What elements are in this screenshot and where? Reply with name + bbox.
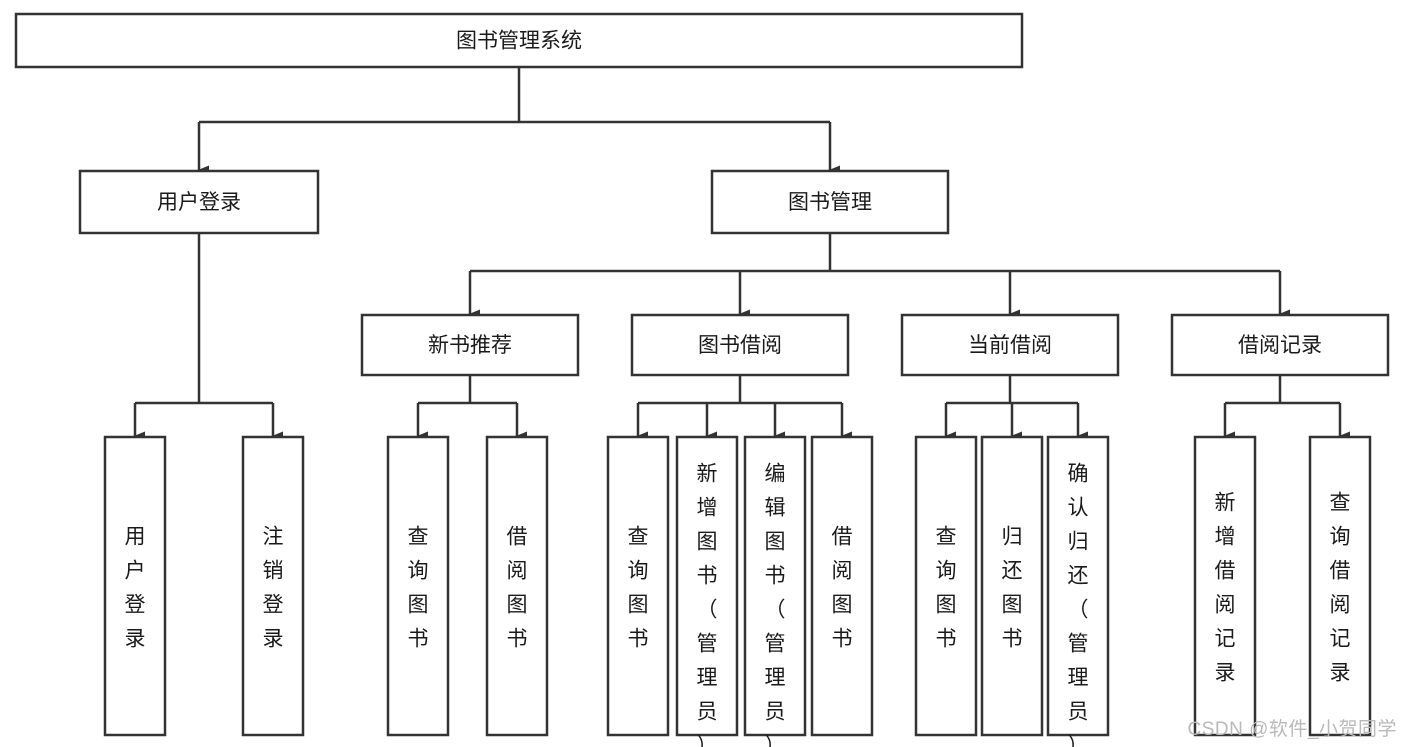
node-box-root (14, 12, 1024, 69)
node-label-cb-return-book: 归还图书 (1002, 526, 1023, 651)
node-label-root: 图书管理系统 (456, 30, 582, 53)
node-label-book-borrow: 图书借阅 (698, 334, 782, 357)
edge-layer (133, 67, 1350, 441)
node-box-cb-confirm-return (1046, 435, 1110, 737)
node-box-user-login-do (103, 435, 167, 737)
node-label-current-borrow: 当前借阅 (968, 334, 1052, 357)
node-user-login-do[interactable]: 用户登录 (103, 435, 167, 737)
node-user-login[interactable]: 用户登录 (78, 169, 320, 235)
node-box-cb-return-book (980, 435, 1044, 737)
node-box-cb-query-book (914, 435, 978, 737)
node-cb-query-book[interactable]: 查询图书 (914, 435, 978, 737)
node-label-nbr-query-book: 查询图书 (408, 526, 429, 651)
node-new-book-recommend[interactable]: 新书推荐 (360, 313, 580, 377)
node-box-nbr-borrow-book (485, 435, 549, 737)
node-layer: 图书管理系统用户登录用户登录注销登录图书管理新书推荐查询图书借阅图书图书借阅查询… (14, 12, 1390, 747)
node-box-bb-edit-book (743, 435, 807, 737)
node-current-borrow[interactable]: 当前借阅 (900, 313, 1120, 377)
node-root[interactable]: 图书管理系统 (14, 12, 1024, 69)
node-label-user-logout: 注销登录 (263, 526, 284, 651)
node-bb-query-book[interactable]: 查询图书 (606, 435, 670, 737)
node-nbr-query-book[interactable]: 查询图书 (386, 435, 450, 737)
node-label-bb-add-book: 新增图书（管理员） (697, 463, 718, 747)
node-br-add-record[interactable]: 新增借阅记录 (1193, 435, 1257, 737)
node-nbr-borrow-book[interactable]: 借阅图书 (485, 435, 549, 737)
node-book-borrow[interactable]: 图书借阅 (630, 313, 850, 377)
node-borrow-record[interactable]: 借阅记录 (1170, 313, 1390, 377)
node-box-book-borrow (630, 313, 850, 377)
node-book-management[interactable]: 图书管理 (710, 169, 950, 235)
node-label-new-book-recommend: 新书推荐 (428, 334, 512, 357)
node-box-new-book-recommend (360, 313, 580, 377)
node-box-bb-query-book (606, 435, 670, 737)
node-box-current-borrow (900, 313, 1120, 377)
node-box-bb-add-book (675, 435, 739, 737)
node-box-book-management (710, 169, 950, 235)
node-label-br-query-record: 查询借阅记录 (1330, 492, 1351, 685)
watermark-label: CSDN @软件_小贺同学 (1187, 719, 1397, 740)
node-label-bb-query-book: 查询图书 (628, 526, 649, 651)
node-box-br-add-record (1193, 435, 1257, 737)
node-label-borrow-record: 借阅记录 (1238, 334, 1322, 357)
node-box-br-query-record (1308, 435, 1372, 737)
node-cb-return-book[interactable]: 归还图书 (980, 435, 1044, 737)
node-bb-add-book[interactable]: 新增图书（管理员） (675, 435, 739, 747)
node-label-bb-borrow-book: 借阅图书 (832, 526, 853, 651)
node-br-query-record[interactable]: 查询借阅记录 (1308, 435, 1372, 737)
node-label-cb-query-book: 查询图书 (936, 526, 957, 651)
node-cb-confirm-return[interactable]: 确认归还（管理员） (1046, 435, 1110, 747)
node-box-bb-borrow-book (810, 435, 874, 737)
node-box-nbr-query-book (386, 435, 450, 737)
node-box-user-logout (241, 435, 305, 737)
node-label-br-add-record: 新增借阅记录 (1215, 492, 1236, 685)
node-bb-edit-book[interactable]: 编辑图书（管理员） (743, 435, 807, 747)
node-label-user-login-do: 用户登录 (125, 526, 146, 651)
node-box-user-login (78, 169, 320, 235)
node-bb-borrow-book[interactable]: 借阅图书 (810, 435, 874, 737)
node-label-user-login: 用户登录 (157, 191, 241, 214)
node-label-book-management: 图书管理 (788, 191, 872, 214)
node-box-borrow-record (1170, 313, 1390, 377)
node-label-nbr-borrow-book: 借阅图书 (507, 526, 528, 651)
node-label-bb-edit-book: 编辑图书（管理员） (765, 463, 786, 747)
node-user-logout[interactable]: 注销登录 (241, 435, 305, 737)
node-label-cb-confirm-return: 确认归还（管理员） (1068, 463, 1089, 747)
